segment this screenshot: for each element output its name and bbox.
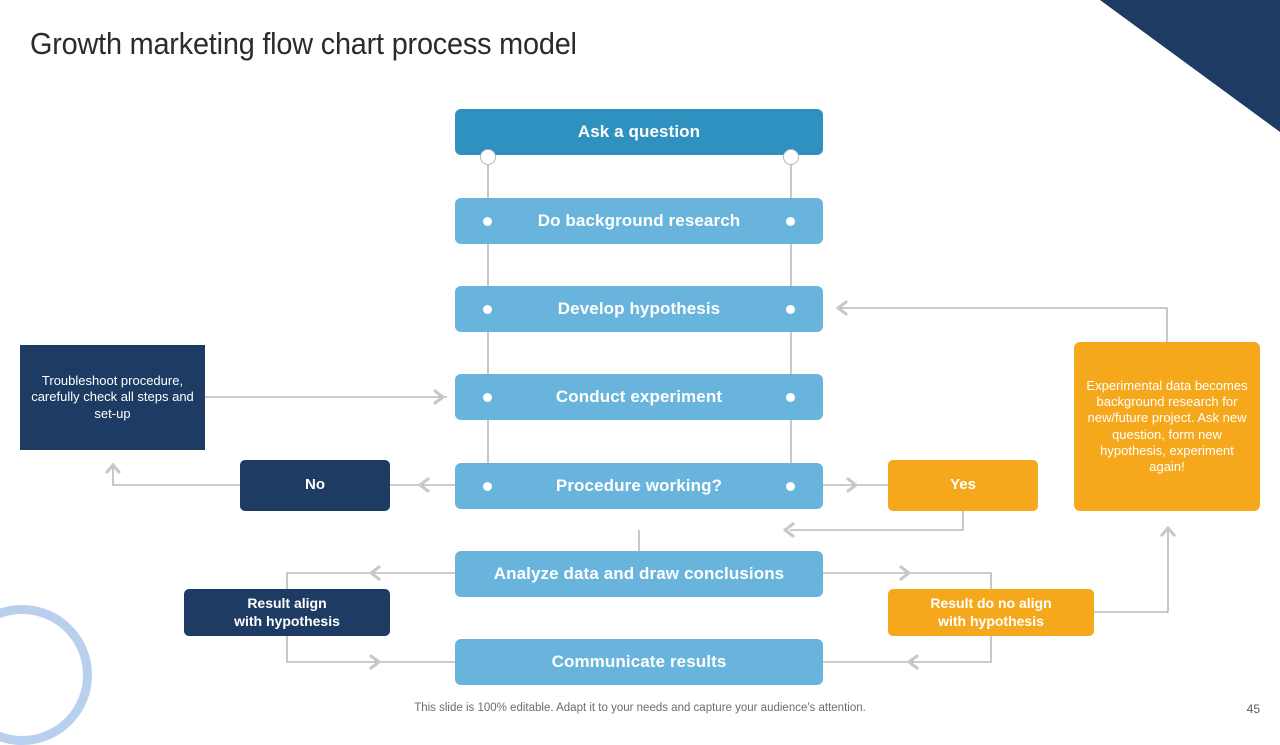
connector-dot-left — [483, 481, 492, 491]
connector-pin-left — [480, 149, 496, 165]
flow-node-result-no-align[interactable]: Result do no align with hypothesis — [888, 589, 1094, 636]
connector-dot-right — [786, 481, 795, 491]
flow-node-result-align[interactable]: Result align with hypothesis — [184, 589, 390, 636]
flow-node-label: No — [305, 476, 325, 494]
flow-node-label: Ask a question — [577, 122, 701, 142]
corner-triangle-decoration — [1100, 0, 1280, 132]
flow-node-label: Yes — [950, 476, 976, 494]
connector-pin-right — [783, 149, 799, 165]
connector-dot-left — [483, 304, 492, 314]
page-title: Growth marketing flow chart process mode… — [30, 26, 577, 61]
flow-node-label: Troubleshoot procedure, carefully check … — [31, 373, 194, 421]
connector-dot-left — [483, 216, 492, 226]
flow-node-label-line2: with hypothesis — [234, 612, 340, 629]
flow-node-develop-hypothesis[interactable]: Develop hypothesis — [455, 286, 823, 332]
flow-node-yes[interactable]: Yes — [888, 460, 1038, 511]
flow-node-label-line1: Result align — [247, 595, 327, 611]
flow-node-no[interactable]: No — [240, 460, 390, 511]
connector-dot-right — [786, 392, 795, 402]
flow-node-label: Develop hypothesis — [557, 299, 721, 319]
flow-node-analyze-data[interactable]: Analyze data and draw conclusions — [455, 551, 823, 597]
flow-node-label: Conduct experiment — [555, 387, 723, 407]
connector-dot-right — [786, 216, 795, 226]
page-number: 45 — [1246, 702, 1260, 716]
corner-ring-decoration — [0, 605, 92, 745]
flow-node-label: Result align with hypothesis — [234, 595, 340, 630]
flow-node-experimental-data[interactable]: Experimental data becomes background res… — [1074, 342, 1260, 511]
footer-note: This slide is 100% editable. Adapt it to… — [414, 702, 866, 714]
connector-dot-right — [786, 304, 795, 314]
flow-node-communicate-results[interactable]: Communicate results — [455, 639, 823, 685]
flow-node-label: Analyze data and draw conclusions — [493, 564, 785, 584]
flow-node-label-line1: Result do no align — [930, 595, 1052, 611]
flow-node-label: Result do no align with hypothesis — [930, 595, 1051, 630]
flow-node-label-line2: with hypothesis — [938, 612, 1044, 629]
flow-node-ask-a-question[interactable]: Ask a question — [455, 109, 823, 155]
flow-node-procedure-working[interactable]: Procedure working? — [455, 463, 823, 509]
flow-node-do-background-research[interactable]: Do background research — [455, 198, 823, 244]
flow-node-label: Do background research — [537, 211, 741, 231]
flow-node-label: Communicate results — [551, 652, 727, 672]
flow-node-label: Procedure working? — [555, 476, 723, 496]
connector-dot-left — [483, 392, 492, 402]
flow-node-label: Experimental data becomes background res… — [1086, 377, 1248, 474]
flow-node-troubleshoot[interactable]: Troubleshoot procedure, carefully check … — [20, 345, 205, 450]
flow-node-conduct-experiment[interactable]: Conduct experiment — [455, 374, 823, 420]
